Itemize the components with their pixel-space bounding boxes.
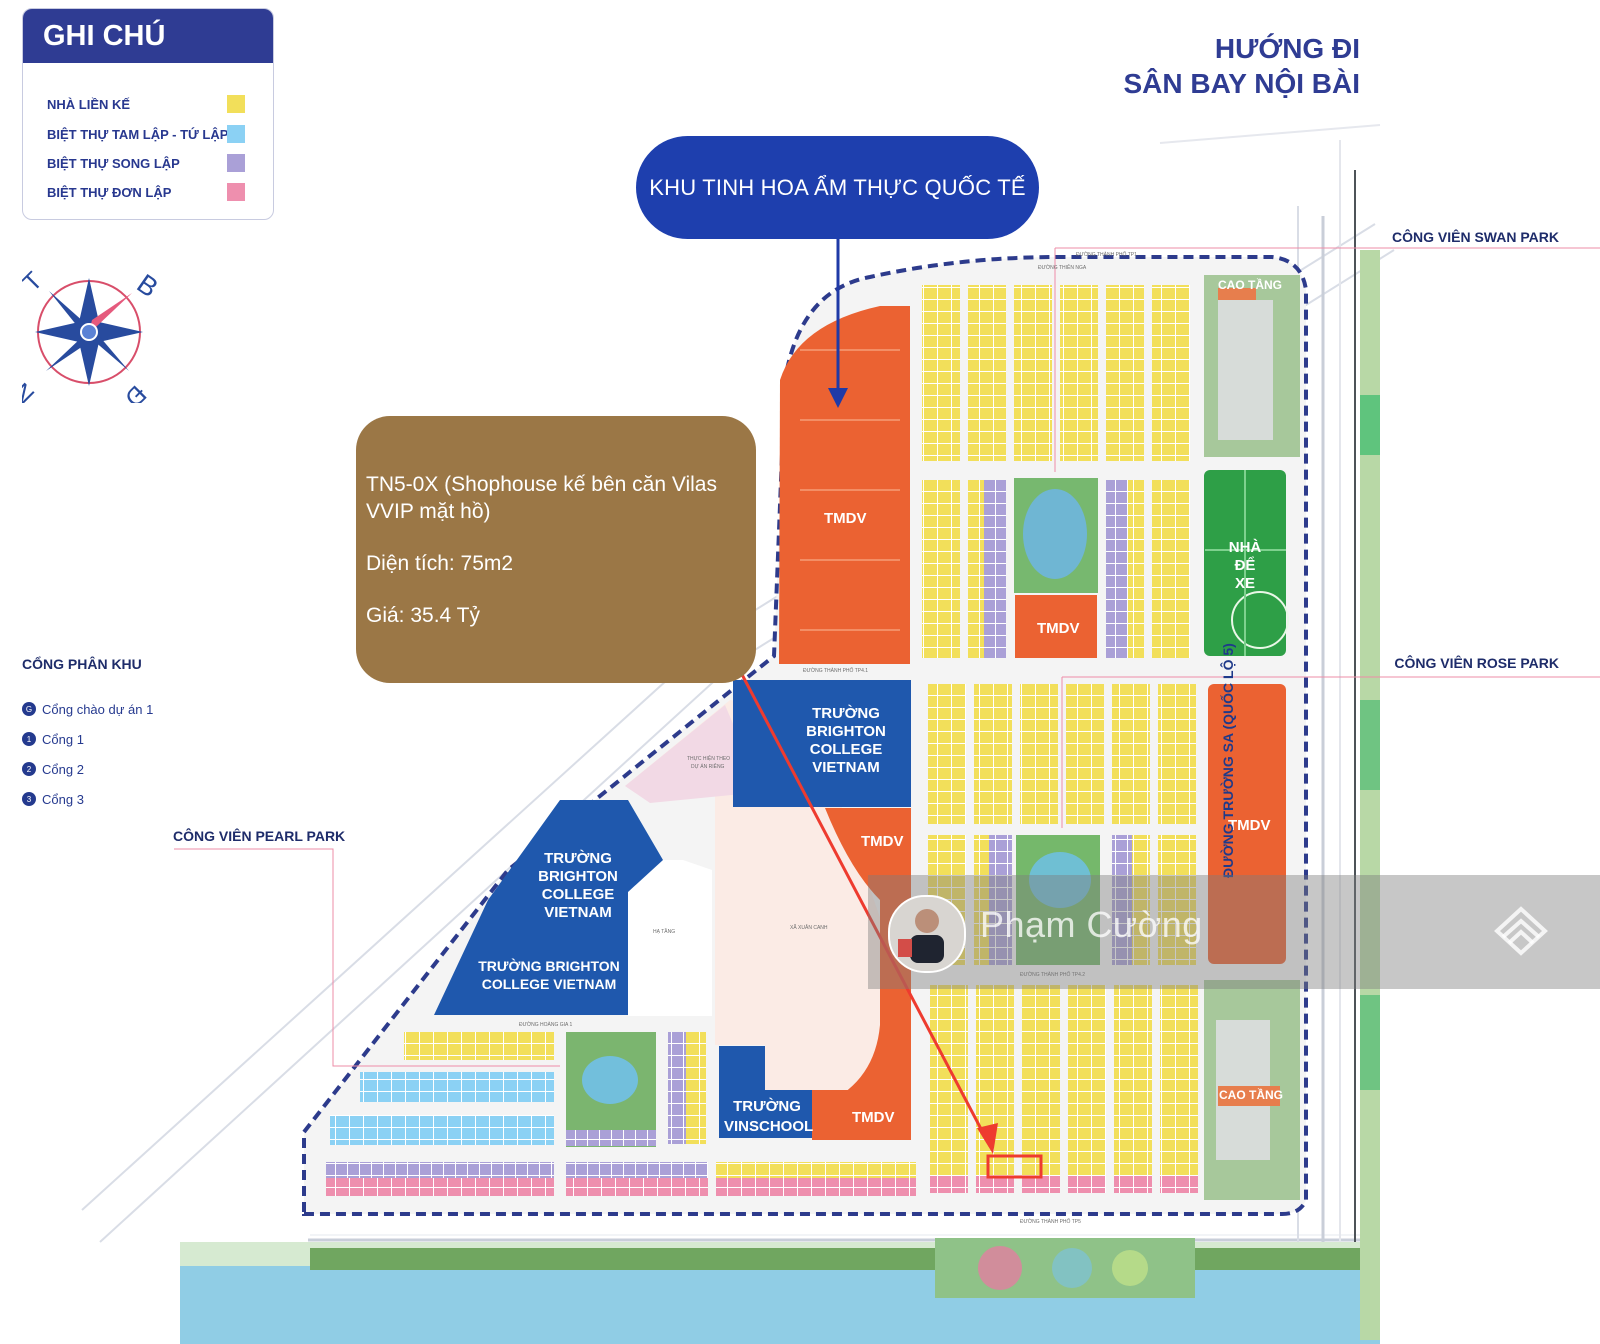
project-note-line-2: DỰ ÁN RIÊNG <box>691 764 725 770</box>
gate-list: CỔNG PHÂN KHU G Cổng chào dự án 1 1 Cổng 1… <box>22 656 153 814</box>
road-note-tp42: ĐƯỜNG THÀNH PHỐ TP4.2 <box>1020 972 1086 978</box>
tmdv-center-label: TMDV <box>1037 620 1080 637</box>
parking-line-3: XE <box>1234 575 1255 592</box>
road-note-tp41: ĐƯỜNG THÀNH PHỐ TP4.1 <box>803 668 869 674</box>
gate-list-title: CỔNG PHÂN KHU <box>22 656 142 672</box>
light-blue-swatch-icon <box>227 125 245 143</box>
parking-label: NHÀ ĐỂ XE <box>1228 539 1262 593</box>
brighton-bottom-label: TRƯỜNG BRIGHTON COLLEGE VIETNAM <box>474 957 624 993</box>
swan-park-label: CÔNG VIÊN SWAN PARK <box>1392 229 1559 245</box>
main-road-label: ĐƯỜNG TRƯỜNG SA (QUỐC LỘ 5) <box>1220 643 1236 878</box>
listing-price: Giá: 35.4 Tỷ <box>366 604 481 627</box>
brighton-line-4: VIETNAM <box>544 904 612 921</box>
brighton-compact-line-2: COLLEGE VIETNAM <box>481 976 617 992</box>
brighton-line-4: VIETNAM <box>812 759 880 776</box>
ha-tang-note: HẠ TẦNG <box>653 929 676 935</box>
gate-label: Cổng 3 <box>42 791 84 807</box>
vinschool-line-2: VINSCHOOL <box>724 1118 814 1135</box>
gate-item: G Cổng chào dự án 1 <box>22 694 153 724</box>
gate-item: 2 Cổng 2 <box>22 754 153 784</box>
brighton-line-2: BRIGHTON <box>806 723 886 740</box>
legend-item-tam-lap-tu-lap: BIỆT THỰ TAM LẬP - TỨ LẬP <box>47 123 245 147</box>
culinary-zone-callout: KHU TINH HOA ẨM THỰC QUỐC TẾ <box>636 136 1039 239</box>
gate-dot-icon: G <box>22 702 36 716</box>
road-note-top: ĐƯỜNG THÀNH PHỐ TP1 <box>1076 252 1137 258</box>
brighton-compact-line-1: TRƯỜNG BRIGHTON <box>478 958 620 974</box>
legend-item-song-lap: BIỆT THỰ SONG LẬP <box>47 152 245 176</box>
listing-area: Diện tích: 75m2 <box>366 552 514 575</box>
xa-xuan-canh-note: XÃ XUÂN CANH <box>790 925 828 931</box>
gate-dot-icon: 3 <box>22 792 36 806</box>
pink-swatch-icon <box>227 183 245 201</box>
high-rise-bottom-label: CAO TẦNG <box>1219 1088 1283 1102</box>
tmdv-top-left-label: TMDV <box>824 510 867 527</box>
road-note-thien-nga: ĐƯỜNG THIÊN NGA <box>1038 265 1087 271</box>
legend-item-don-lap: BIỆT THỰ ĐƠN LẬP <box>47 181 245 205</box>
legend-title: GHI CHÚ <box>23 9 273 63</box>
parking-line-2: ĐỂ <box>1234 557 1256 574</box>
gate-item: 3 Cổng 3 <box>22 784 153 814</box>
brighton-top-label: TRƯỜNG BRIGHTON COLLEGE VIETNAM <box>806 705 886 777</box>
legend-label: BIỆT THỰ SONG LẬP <box>47 156 180 171</box>
compass-rose-icon: B T N Đ <box>22 267 164 403</box>
brighton-left-label: TRƯỜNG BRIGHTON COLLEGE VIETNAM <box>536 850 620 922</box>
gate-label: Cổng 1 <box>42 731 84 747</box>
legend-label: BIỆT THỰ TAM LẬP - TỨ LẬP <box>47 127 229 142</box>
brighton-line-1: TRƯỜNG <box>812 705 880 722</box>
avatar <box>888 895 966 973</box>
tmdv-bottom-label: TMDV <box>852 1109 895 1126</box>
brighton-line-2: BRIGHTON <box>538 868 618 885</box>
gate-dot-icon: 1 <box>22 732 36 746</box>
hoang-gia-note: ĐƯỜNG HOÀNG GIA 1 <box>519 1022 573 1028</box>
legend-label: NHÀ LIỀN KẾ <box>47 97 131 112</box>
high-rise-top-label: CAO TẦNG <box>1218 278 1282 292</box>
road-note-tp5: ĐƯỜNG THÀNH PHỐ TP5 <box>1020 1219 1081 1225</box>
watermark-name: Phạm Cường <box>980 904 1203 945</box>
legend-label: BIỆT THỰ ĐƠN LẬP <box>47 185 172 200</box>
airport-direction-line-1: HƯỚNG ĐI <box>1214 33 1360 64</box>
listing-title: TN5-0X (Shophouse kế bên căn Vilas VVIP … <box>366 473 717 523</box>
yellow-swatch-icon <box>227 95 245 113</box>
gate-dot-icon: 2 <box>22 762 36 776</box>
brighton-line-1: TRƯỜNG <box>544 850 612 867</box>
pearl-park-label: CÔNG VIÊN PEARL PARK <box>173 828 346 844</box>
watermark-band <box>868 875 1600 989</box>
rose-park-label: CÔNG VIÊN ROSE PARK <box>1394 655 1559 671</box>
tmdv-right-label: TMDV <box>1228 817 1271 834</box>
brighton-line-3: COLLEGE <box>809 741 883 758</box>
listing-callout: TN5-0X (Shophouse kế bên căn Vilas VVIP … <box>356 416 756 683</box>
brighton-line-3: COLLEGE <box>541 886 615 903</box>
gate-item: 1 Cổng 1 <box>22 724 153 754</box>
vinschool-line-1: TRƯỜNG <box>733 1098 801 1115</box>
project-note-line-1: THỰC HIỆN THEO <box>687 756 731 762</box>
house-watermark-icon <box>1494 906 1548 956</box>
legend-item-nha-lien-ke: NHÀ LIỀN KẾ <box>47 93 245 117</box>
gate-label: Cổng chào dự án 1 <box>42 701 154 717</box>
legend: GHI CHÚ NHÀ LIỀN KẾ BIỆT THỰ TAM LẬP - T… <box>22 8 274 220</box>
vinschool-label: TRƯỜNG VINSCHOOL <box>724 1097 814 1137</box>
gate-label: Cổng 2 <box>42 761 84 777</box>
airport-direction-line-2: SÂN BAY NỘI BÀI <box>1123 68 1361 99</box>
airport-direction-label: HƯỚNG ĐI SÂN BAY NỘI BÀI <box>1124 31 1361 101</box>
person-avatar-icon <box>890 897 964 971</box>
parking-line-1: NHÀ <box>1228 539 1262 556</box>
violet-swatch-icon <box>227 154 245 172</box>
tmdv-mid-label: TMDV <box>861 833 904 850</box>
